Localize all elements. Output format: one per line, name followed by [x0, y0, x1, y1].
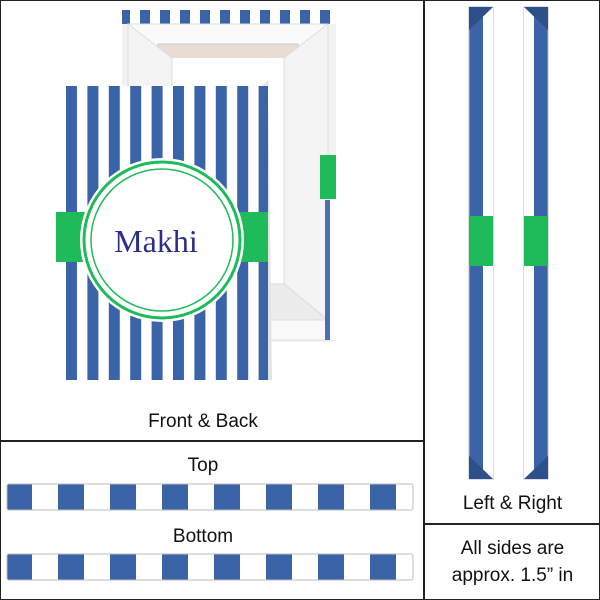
front-back-label: Front & Back: [148, 411, 258, 432]
divider-front-sides: [0, 440, 423, 442]
left-right-label: Left & Right: [462, 493, 563, 514]
right-edge-strip: [523, 6, 549, 480]
sides-note-line1: All sides are: [460, 538, 565, 559]
top-edge-strip: [6, 483, 414, 511]
left-edge-strip: [468, 6, 494, 480]
sides-note-line2: approx. 1.5” in: [451, 565, 574, 586]
divider-right-panels: [423, 523, 600, 525]
vertical-divider: [423, 0, 425, 600]
bottom-edge-strip: [6, 553, 414, 581]
bottom-label: Bottom: [172, 526, 234, 547]
monogram-name: Makhi: [114, 223, 198, 259]
top-label: Top: [187, 455, 219, 476]
